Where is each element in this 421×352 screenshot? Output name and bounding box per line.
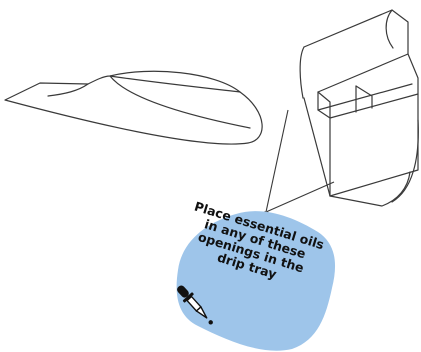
callout-bubble [176,211,336,351]
drip-tray-openings [299,9,419,207]
callout-leader-lines [262,109,335,217]
oil-dropper-icon [177,285,213,325]
drip-tray-shell [4,70,263,145]
